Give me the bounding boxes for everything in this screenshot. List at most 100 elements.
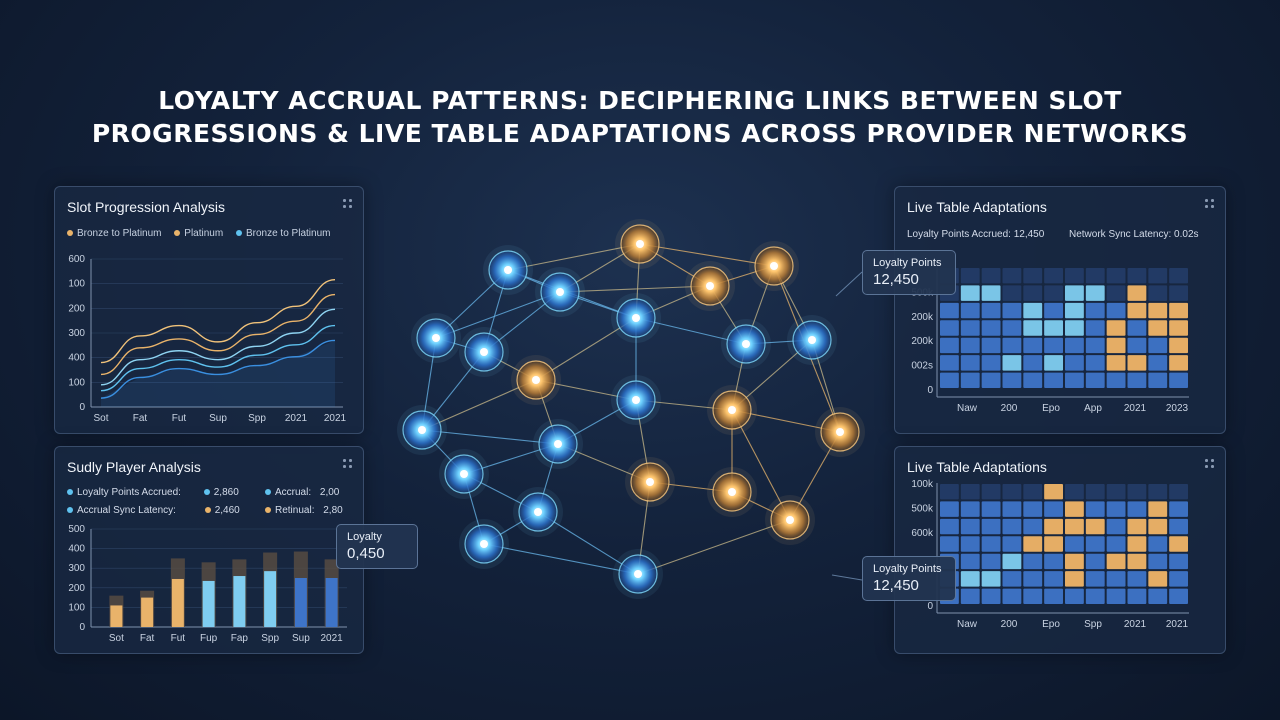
heat-cell xyxy=(1002,553,1022,570)
heat-cell xyxy=(1085,588,1105,604)
bar xyxy=(294,578,307,627)
x-tick-label: Fup xyxy=(200,633,218,644)
node-core xyxy=(534,508,542,516)
provider-network-graph xyxy=(397,219,865,599)
heat-cell xyxy=(981,501,1001,517)
x-tick-label: Epo xyxy=(1042,619,1060,630)
stat-accrual: Accrual: 2,00 xyxy=(265,487,339,498)
heat-cell xyxy=(1044,302,1063,319)
drag-handle-icon[interactable] xyxy=(1205,459,1215,469)
x-tick-label: Naw xyxy=(957,619,978,630)
heat-cell xyxy=(1169,588,1188,604)
legend-dot-icon xyxy=(67,230,73,237)
drag-handle-icon[interactable] xyxy=(343,459,353,469)
node-core xyxy=(706,282,714,290)
stat-loyalty-points: Loyalty Points Accrued: 2,860 xyxy=(67,487,239,498)
heat-cell xyxy=(1065,355,1084,371)
heat-cell xyxy=(940,337,959,354)
heat-cell xyxy=(1044,501,1063,517)
legend-item: Bronze to Platinum xyxy=(235,228,330,239)
heat-cell xyxy=(1065,518,1084,535)
heat-cell xyxy=(940,536,959,552)
node-core xyxy=(554,440,562,448)
legend-dot-icon xyxy=(235,230,242,237)
heat-cell xyxy=(1169,571,1188,587)
node-core xyxy=(532,376,540,384)
x-tick-label: Sup xyxy=(292,633,310,644)
heat-cell xyxy=(1148,536,1168,552)
x-tick-label: App xyxy=(1084,403,1102,414)
heat-cell xyxy=(1002,501,1022,517)
heat-cell xyxy=(1169,320,1188,336)
heat-cell xyxy=(1106,285,1126,301)
x-tick-label: Spp xyxy=(248,413,266,424)
y-tick-label: 300 xyxy=(68,563,85,574)
heat-cell xyxy=(1106,372,1126,388)
player-analysis-panel: Sudly Player Analysis Loyalty Points Acc… xyxy=(54,446,364,654)
legend-dot-icon xyxy=(174,230,181,237)
network-edge xyxy=(421,379,537,431)
heat-cell xyxy=(1169,484,1188,500)
stat-label: Accrual: xyxy=(275,487,312,498)
x-tick-label: Spp xyxy=(261,633,279,644)
heat-cell xyxy=(1085,372,1105,388)
heat-cell xyxy=(960,484,980,500)
heat-cell xyxy=(1023,302,1043,319)
series-line xyxy=(100,339,336,399)
heat-cell xyxy=(981,571,1001,587)
drag-handle-icon[interactable] xyxy=(1205,199,1215,209)
heat-cell xyxy=(1148,501,1168,517)
chart-legend: Bronze to Platinum Platinum Bronze to Pl… xyxy=(67,228,340,239)
heat-cell xyxy=(960,518,980,535)
slot-progression-panel: Slot Progression Analysis Bronze to Plat… xyxy=(54,186,364,434)
x-tick-label: Fat xyxy=(133,413,148,424)
title-line-2: PROGRESSIONS & LIVE TABLE ADAPTATIONS AC… xyxy=(91,119,1189,148)
heat-cell xyxy=(940,518,959,535)
network-edge xyxy=(637,519,791,575)
y-tick-label: 0 xyxy=(79,402,85,413)
heat-cell xyxy=(1106,268,1126,284)
heat-cell xyxy=(960,355,980,371)
heat-cell xyxy=(960,337,980,354)
heat-cell xyxy=(1023,484,1043,500)
x-tick-label: Spp xyxy=(1084,619,1102,630)
drag-handle-icon[interactable] xyxy=(343,199,353,209)
heat-cell xyxy=(1044,285,1063,301)
y-tick-label: 100k xyxy=(911,479,934,490)
heat-cell xyxy=(1023,320,1043,336)
heat-cell xyxy=(1085,302,1105,319)
y-tick-label: 100 xyxy=(68,279,85,290)
stat-dot-icon xyxy=(204,507,211,514)
heat-cell xyxy=(1044,484,1063,500)
heat-cell xyxy=(960,285,980,301)
heat-cell xyxy=(1065,588,1084,604)
heat-cell xyxy=(1023,501,1043,517)
node-core xyxy=(836,428,844,436)
heat-cell xyxy=(1169,268,1188,284)
heat-cell xyxy=(1106,588,1126,604)
network-edge xyxy=(559,285,711,293)
heat-cell xyxy=(1148,588,1168,604)
heat-cell xyxy=(1065,285,1084,301)
tooltip-value: 0,450 xyxy=(347,545,385,562)
heat-cell xyxy=(1002,588,1022,604)
heat-cell xyxy=(1002,355,1022,371)
y-tick-label: 400 xyxy=(68,544,85,555)
stat-loyalty-accrued: Loyalty Points Accrued: 12,450 xyxy=(907,229,1045,240)
x-tick-label: Fut xyxy=(171,633,186,644)
heat-cell xyxy=(1044,553,1063,570)
y-tick-label: 600k xyxy=(911,528,934,539)
heat-cell xyxy=(1023,355,1043,371)
x-tick-label: Fat xyxy=(140,633,155,644)
heat-cell xyxy=(1044,588,1063,604)
heat-cell xyxy=(940,372,959,388)
stat-network-latency: Network Sync Latency: 0.02s xyxy=(1069,229,1199,240)
bar xyxy=(141,597,154,627)
heat-cell xyxy=(1169,355,1188,371)
x-tick-label: Sot xyxy=(109,633,124,644)
x-tick-label: Sot xyxy=(93,413,108,424)
heat-cell xyxy=(1085,518,1105,535)
heat-cell xyxy=(1106,355,1126,371)
